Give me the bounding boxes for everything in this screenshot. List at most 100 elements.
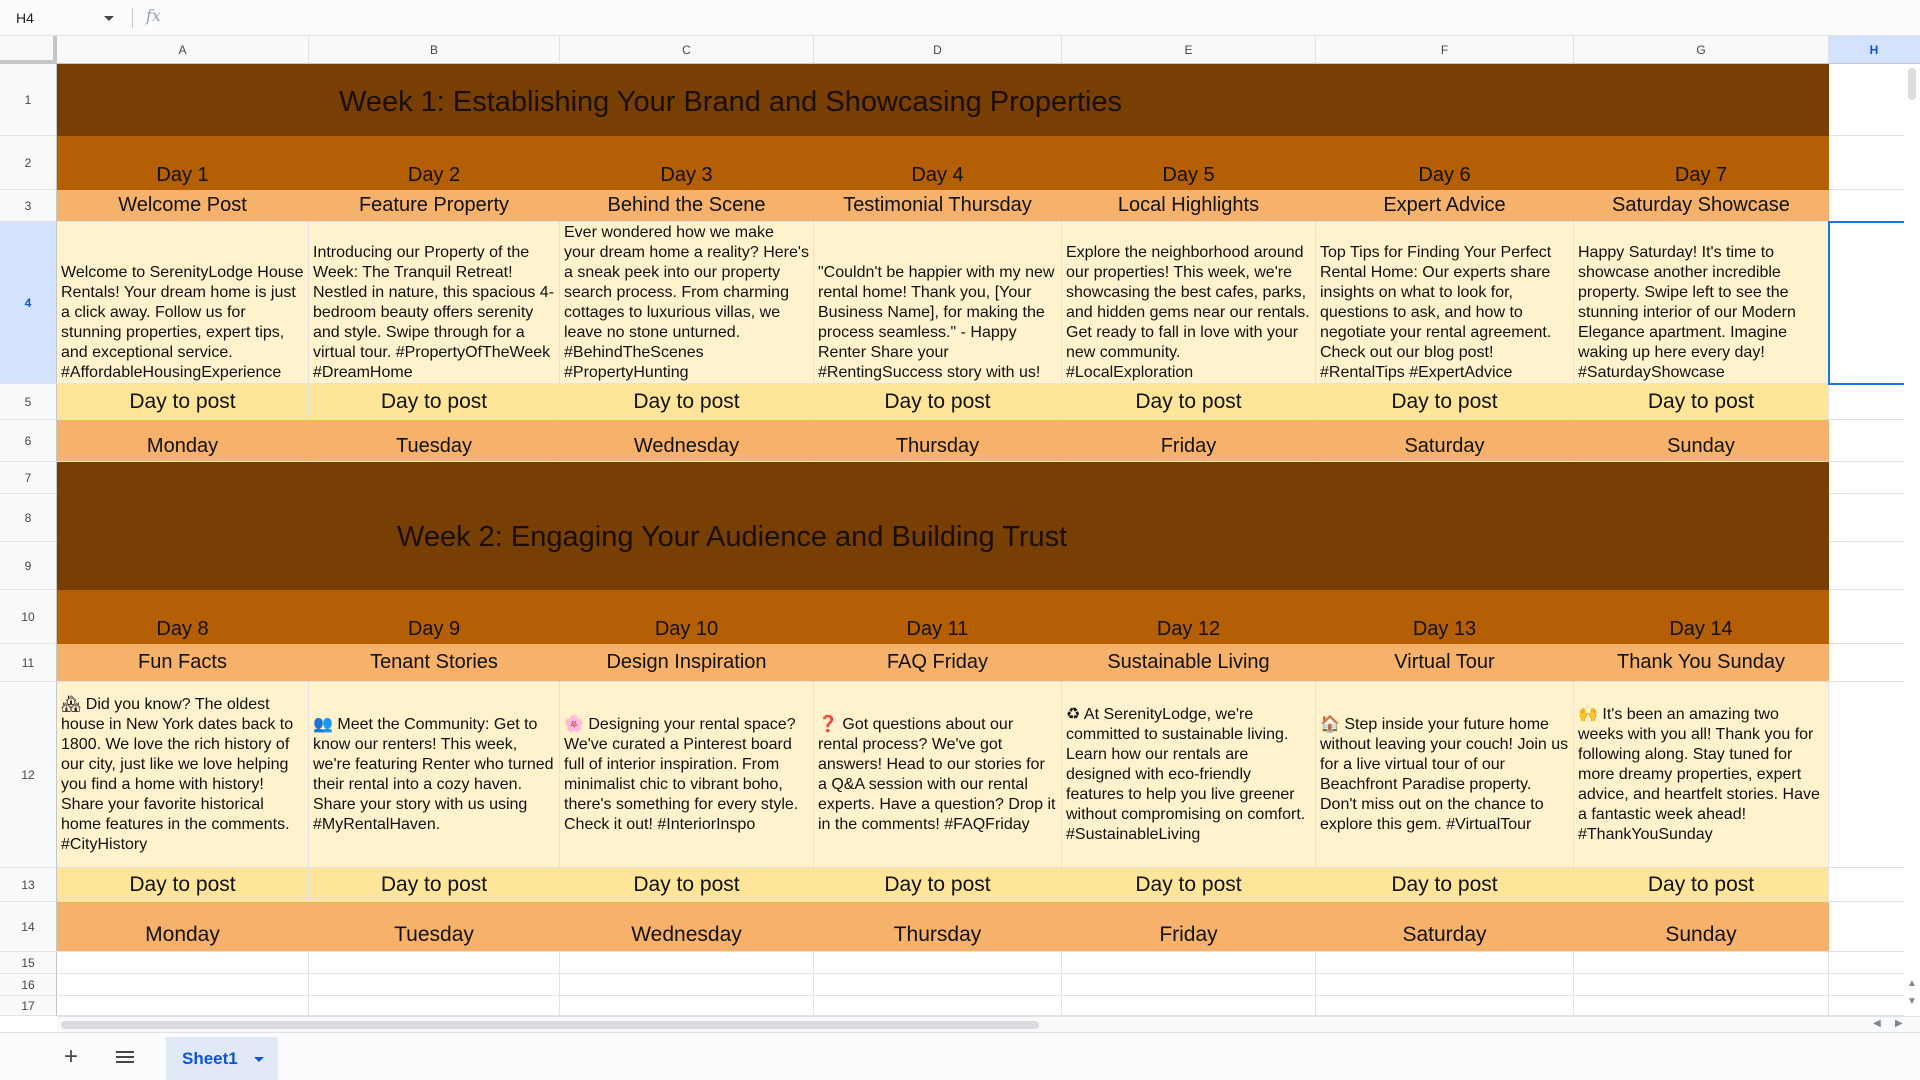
week2-day-to-post-cell[interactable]: Day to post bbox=[1316, 868, 1574, 902]
week1-day-cell[interactable]: Day 5 bbox=[1062, 136, 1316, 190]
chevron-down-icon[interactable] bbox=[104, 16, 114, 21]
week1-weekday-cell[interactable]: Sunday bbox=[1574, 420, 1829, 462]
week1-theme-cell[interactable]: Saturday Showcase bbox=[1574, 190, 1829, 222]
week1-post-cell[interactable]: Explore the neighborhood around our prop… bbox=[1062, 222, 1316, 384]
week1-day-cell[interactable]: Day 6 bbox=[1316, 136, 1574, 190]
column-header-g[interactable]: G bbox=[1574, 36, 1829, 64]
row-header-4[interactable]: 4 bbox=[0, 222, 57, 384]
empty-cell[interactable] bbox=[1062, 952, 1316, 974]
column-header-f[interactable]: F bbox=[1316, 36, 1574, 64]
empty-cell[interactable] bbox=[560, 952, 814, 974]
week2-day-cell[interactable]: Day 10 bbox=[560, 590, 814, 644]
week2-day-cell[interactable]: Day 12 bbox=[1062, 590, 1316, 644]
row-header-2[interactable]: 2 bbox=[0, 136, 57, 190]
week1-post-cell[interactable]: Introducing our Property of the Week: Th… bbox=[309, 222, 560, 384]
row-header-8[interactable]: 8 bbox=[0, 494, 57, 542]
row-header-10[interactable]: 10 bbox=[0, 590, 57, 644]
plus-icon[interactable]: + bbox=[64, 1043, 79, 1070]
week1-day-to-post-cell[interactable]: Day to post bbox=[309, 384, 560, 420]
empty-cell[interactable] bbox=[57, 996, 309, 1016]
empty-cell[interactable] bbox=[1574, 996, 1829, 1016]
empty-cell[interactable] bbox=[57, 974, 309, 996]
column-header-c[interactable]: C bbox=[560, 36, 814, 64]
column-header-d[interactable]: D bbox=[814, 36, 1062, 64]
row-header-12[interactable]: 12 bbox=[0, 682, 57, 868]
week1-weekday-cell[interactable]: Tuesday bbox=[309, 420, 560, 462]
week2-day-cell[interactable]: Day 14 bbox=[1574, 590, 1829, 644]
empty-cell[interactable] bbox=[1574, 974, 1829, 996]
row-header-15[interactable]: 15 bbox=[0, 952, 57, 974]
week2-weekday-cell[interactable]: Thursday bbox=[814, 902, 1062, 952]
row-header-3[interactable]: 3 bbox=[0, 190, 57, 222]
week2-theme-cell[interactable]: Sustainable Living bbox=[1062, 644, 1316, 682]
column-header-h[interactable]: H bbox=[1829, 36, 1920, 64]
row-header-6[interactable]: 6 bbox=[0, 420, 57, 462]
week2-day-cell[interactable]: Day 8 bbox=[57, 590, 309, 644]
empty-cell[interactable] bbox=[57, 952, 309, 974]
row-header-5[interactable]: 5 bbox=[0, 384, 57, 420]
week2-day-to-post-cell[interactable]: Day to post bbox=[1062, 868, 1316, 902]
week2-post-cell[interactable]: 👥 Meet the Community: Get to know our re… bbox=[309, 682, 560, 868]
empty-cell[interactable] bbox=[1574, 952, 1829, 974]
week2-theme-cell[interactable]: Design Inspiration bbox=[560, 644, 814, 682]
week2-post-cell[interactable]: ♻ At SerenityLodge, we're committed to s… bbox=[1062, 682, 1316, 868]
empty-cell[interactable] bbox=[814, 996, 1062, 1016]
row-header-16[interactable]: 16 bbox=[0, 974, 57, 996]
week1-day-to-post-cell[interactable]: Day to post bbox=[814, 384, 1062, 420]
week1-post-cell[interactable]: Welcome to SerenityLodge House Rentals! … bbox=[57, 222, 309, 384]
week1-weekday-cell[interactable]: Monday bbox=[57, 420, 309, 462]
empty-cell[interactable] bbox=[560, 996, 814, 1016]
empty-cell[interactable] bbox=[309, 974, 560, 996]
week1-weekday-cell[interactable]: Wednesday bbox=[560, 420, 814, 462]
week1-theme-cell[interactable]: Behind the Scene bbox=[560, 190, 814, 222]
week2-post-cell[interactable]: ❓ Got questions about our rental process… bbox=[814, 682, 1062, 868]
empty-cell[interactable] bbox=[309, 996, 560, 1016]
empty-cell[interactable] bbox=[309, 952, 560, 974]
row-header-9[interactable]: 9 bbox=[0, 542, 57, 590]
week2-day-to-post-cell[interactable]: Day to post bbox=[1574, 868, 1829, 902]
column-header-b[interactable]: B bbox=[309, 36, 560, 64]
week2-day-to-post-cell[interactable]: Day to post bbox=[57, 868, 309, 902]
week2-theme-cell[interactable]: Fun Facts bbox=[57, 644, 309, 682]
week2-weekday-cell[interactable]: Saturday bbox=[1316, 902, 1574, 952]
week2-post-cell[interactable]: 🏘 Did you know? The oldest house in New … bbox=[57, 682, 309, 868]
week2-day-cell[interactable]: Day 13 bbox=[1316, 590, 1574, 644]
scrollbar-thumb[interactable] bbox=[61, 1021, 1039, 1029]
empty-cell[interactable] bbox=[1316, 952, 1574, 974]
week2-post-cell[interactable]: 🙌 It's been an amazing two weeks with yo… bbox=[1574, 682, 1829, 868]
week2-weekday-cell[interactable]: Friday bbox=[1062, 902, 1316, 952]
week2-weekday-cell[interactable]: Wednesday bbox=[560, 902, 814, 952]
week1-theme-cell[interactable]: Testimonial Thursday bbox=[814, 190, 1062, 222]
week1-theme-cell[interactable]: Welcome Post bbox=[57, 190, 309, 222]
week2-weekday-cell[interactable]: Sunday bbox=[1574, 902, 1829, 952]
week2-theme-cell[interactable]: FAQ Friday bbox=[814, 644, 1062, 682]
week1-weekday-cell[interactable]: Thursday bbox=[814, 420, 1062, 462]
week1-weekday-cell[interactable]: Saturday bbox=[1316, 420, 1574, 462]
week1-post-cell[interactable]: Happy Saturday! It's time to showcase an… bbox=[1574, 222, 1829, 384]
week2-theme-cell[interactable]: Thank You Sunday bbox=[1574, 644, 1829, 682]
week2-post-cell[interactable]: 🏠 Step inside your future home without l… bbox=[1316, 682, 1574, 868]
week1-day-cell[interactable]: Day 3 bbox=[560, 136, 814, 190]
row-header-7[interactable]: 7 bbox=[0, 462, 57, 494]
row-header-1[interactable]: 1 bbox=[0, 64, 57, 136]
week2-day-to-post-cell[interactable]: Day to post bbox=[560, 868, 814, 902]
horizontal-scrollbar[interactable]: ◀ ▶ bbox=[57, 1016, 1920, 1032]
name-box[interactable]: H4 bbox=[8, 5, 120, 31]
vertical-scrollbar[interactable]: ▲ ▼ bbox=[1904, 64, 1920, 1016]
scroll-down-icon[interactable]: ▼ bbox=[1907, 996, 1917, 1007]
week1-day-cell[interactable]: Day 4 bbox=[814, 136, 1062, 190]
week2-weekday-cell[interactable]: Tuesday bbox=[309, 902, 560, 952]
empty-cell[interactable] bbox=[814, 974, 1062, 996]
empty-cell[interactable] bbox=[1062, 974, 1316, 996]
week2-weekday-cell[interactable]: Monday bbox=[57, 902, 309, 952]
week1-title-band[interactable]: Week 1: Establishing Your Brand and Show… bbox=[57, 64, 1829, 136]
row-header-11[interactable]: 11 bbox=[0, 644, 57, 682]
column-header-a[interactable]: A bbox=[57, 36, 309, 64]
week1-theme-cell[interactable]: Local Highlights bbox=[1062, 190, 1316, 222]
row-header-13[interactable]: 13 bbox=[0, 868, 57, 902]
chevron-down-icon[interactable] bbox=[254, 1057, 264, 1062]
empty-cell[interactable] bbox=[1316, 974, 1574, 996]
empty-cell[interactable] bbox=[1062, 996, 1316, 1016]
week1-day-to-post-cell[interactable]: Day to post bbox=[560, 384, 814, 420]
